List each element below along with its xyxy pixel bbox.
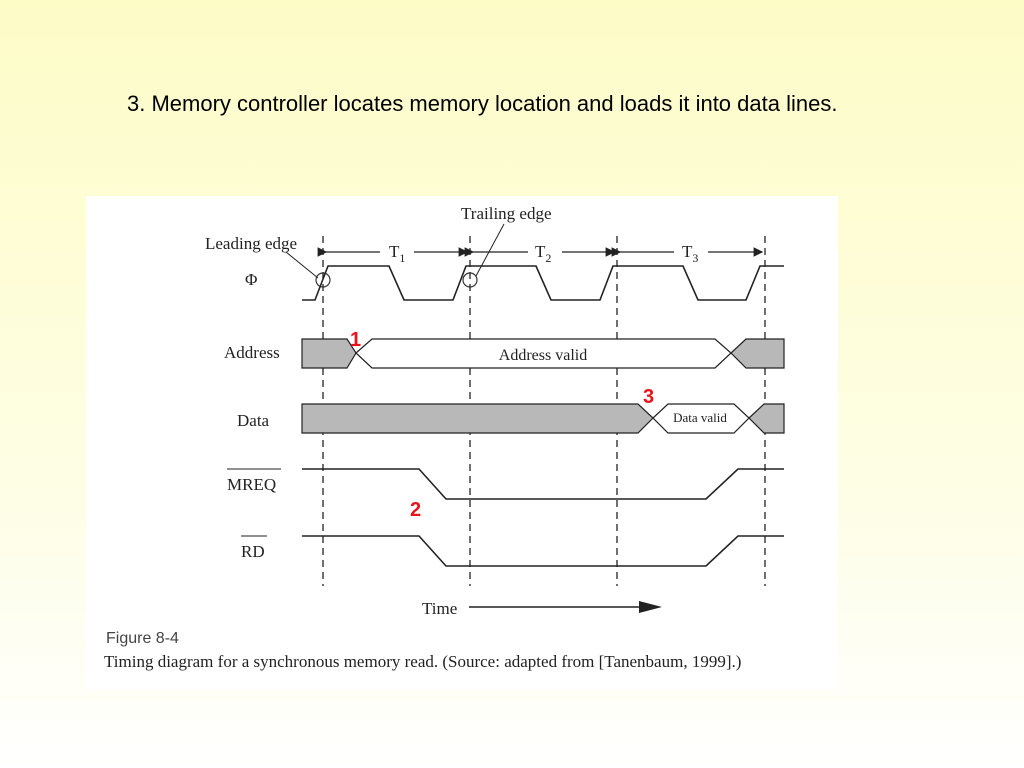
signal-label-rd: RD (241, 542, 265, 561)
mreq-waveform (302, 468, 784, 500)
address-invalid-left (301, 338, 357, 369)
step-marker-1: 1 (350, 329, 361, 351)
trailing-edge-label: Trailing edge (461, 204, 552, 223)
signal-label-address: Address (224, 343, 280, 362)
period-label-t2: T2 (535, 242, 551, 265)
signal-label-data: Data (237, 411, 270, 430)
leading-edge-label: Leading edge (205, 234, 297, 253)
signal-label-mreq: MREQ (227, 475, 276, 494)
clock-waveform (302, 265, 784, 301)
address-invalid-right (730, 338, 785, 369)
time-axis-label: Time (422, 599, 457, 618)
timing-diagram-figure: T1 T2 T3 Leading edge Trailing edge Φ Ad… (86, 196, 838, 690)
period-label-t3: T3 (682, 242, 698, 265)
data-invalid-left (301, 403, 654, 434)
rd-waveform (302, 535, 784, 567)
trailing-edge-pointer (475, 223, 505, 277)
period-label-t1: T1 (389, 242, 405, 265)
step-marker-3: 3 (643, 386, 654, 408)
signal-label-clock: Φ (245, 270, 257, 289)
timing-diagram: T1 T2 T3 Leading edge Trailing edge Φ Ad… (205, 204, 785, 618)
time-arrow-head (639, 601, 662, 613)
step-marker-2: 2 (410, 499, 421, 521)
trailing-edge-circle (462, 272, 478, 288)
leading-edge-pointer (285, 251, 319, 279)
leading-edge-circle (315, 272, 331, 288)
slide-bullet-text: 3. Memory controller locates memory loca… (127, 91, 838, 116)
figure-caption: Timing diagram for a synchronous memory … (104, 652, 742, 671)
figure-number: Figure 8-4 (106, 630, 179, 647)
data-valid-label: Data valid (673, 410, 727, 425)
address-valid-label: Address valid (499, 347, 587, 364)
data-invalid-right (748, 403, 785, 434)
